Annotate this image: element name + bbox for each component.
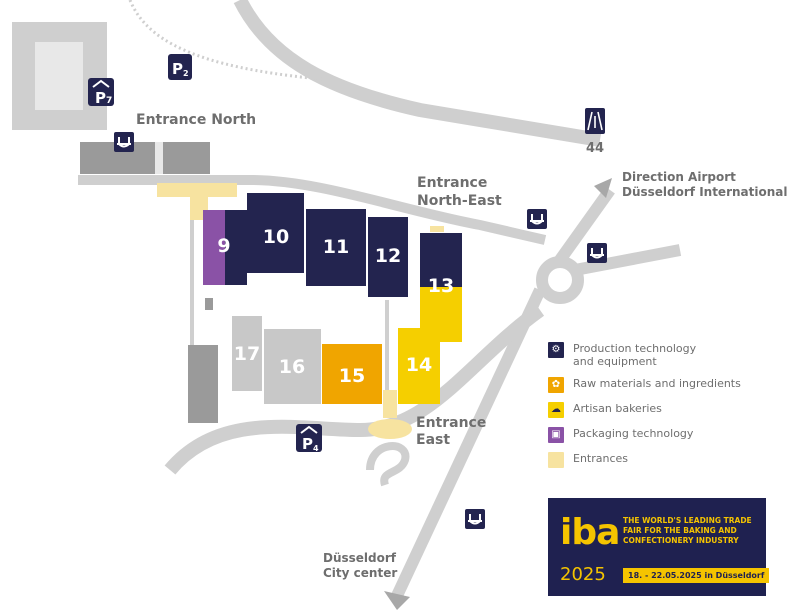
north-entrance-stripe — [155, 142, 163, 174]
motorway-number: 44 — [586, 141, 604, 156]
machine-icon: ⚙ — [548, 342, 564, 358]
small-building — [205, 298, 213, 310]
hall-17[interactable] — [232, 316, 262, 391]
promo-dates: 18. - 22.05.2025 in Düsseldorf — [623, 568, 770, 583]
legend-packaging: ▣ Packaging technology — [548, 427, 778, 443]
airport-label-1: Direction Airport — [622, 170, 736, 184]
north-road — [78, 175, 547, 245]
svg-text:7: 7 — [106, 96, 112, 106]
parking-p4-icon[interactable]: P 4 — [296, 424, 322, 453]
legend-raw: ✿ Raw materials and ingredients — [548, 377, 778, 393]
hall-16-number: 16 — [279, 356, 305, 378]
subway-icon — [587, 243, 607, 263]
arrow-airport-icon — [594, 178, 612, 198]
entrance-east-area — [368, 419, 412, 439]
east-loop — [366, 442, 410, 487]
package-icon: ▣ — [548, 427, 564, 443]
parking-p2-icon[interactable]: P 2 — [168, 54, 192, 80]
west-parking-structure — [188, 345, 218, 423]
entrance-north-area — [157, 183, 237, 197]
city-label-1: Düsseldorf — [323, 551, 397, 565]
hall-12-number: 12 — [375, 245, 401, 267]
entrance-east-label-1: Entrance — [416, 415, 486, 431]
south-road — [389, 287, 546, 603]
hall-9[interactable] — [203, 210, 225, 285]
promo-year: 2025 — [560, 564, 606, 585]
entrance-ne-label-2: North-East — [417, 193, 502, 209]
iba-logo: iba — [560, 512, 620, 553]
legend-entrances: Entrances — [548, 452, 778, 468]
hall-13-top[interactable] — [420, 233, 462, 287]
svg-text:P: P — [172, 60, 183, 78]
hall-14[interactable] — [398, 328, 440, 404]
svg-text:4: 4 — [313, 444, 319, 453]
arrow-city-icon — [384, 591, 410, 610]
svg-text:2: 2 — [183, 69, 189, 78]
hall-10[interactable] — [247, 193, 304, 273]
legend-artisan: ☁ Artisan bakeries — [548, 402, 778, 418]
iba-promo-banner[interactable]: iba 2025 THE WORLD'S LEADING TRADE FAIR … — [548, 498, 770, 596]
subway-icon — [465, 509, 485, 529]
subway-icon — [114, 132, 134, 152]
svg-text:P: P — [95, 89, 106, 107]
highway-curve-2 — [128, 0, 331, 82]
hall-16[interactable] — [264, 329, 321, 404]
parking-p7-icon[interactable]: P 7 — [88, 78, 114, 107]
entrance-east-label-2: East — [416, 432, 450, 448]
entrance-swatch — [548, 452, 564, 468]
hall-15-number: 15 — [339, 365, 365, 387]
promo-tagline: THE WORLD'S LEADING TRADE FAIR FOR THE B… — [623, 516, 752, 545]
baker-hat-icon: ☁ — [548, 402, 564, 418]
hall-11-number: 11 — [323, 236, 349, 258]
east-road — [573, 244, 682, 276]
svg-text:P: P — [302, 435, 313, 453]
airport-label-2: Düsseldorf International — [622, 185, 787, 199]
wheat-icon: ✿ — [548, 377, 564, 393]
hall-15[interactable] — [322, 344, 382, 404]
hall-11[interactable] — [306, 209, 366, 286]
hall-13-number: 13 — [428, 275, 454, 297]
hall-9-production[interactable] — [225, 210, 247, 285]
loop-road — [164, 304, 545, 475]
hall-12[interactable] — [368, 217, 408, 297]
p7-parking-inner — [35, 42, 83, 110]
highway-curve — [233, 0, 602, 147]
hall-17-number: 17 — [234, 343, 260, 365]
hall-10-number: 10 — [263, 226, 289, 248]
entrance-north-label: Entrance North — [136, 112, 256, 128]
subway-icon — [527, 209, 547, 229]
hall-14-number: 14 — [406, 354, 432, 376]
entrance-ne-label-1: Entrance — [417, 175, 487, 191]
north-entrance-building — [80, 142, 210, 174]
motorway-icon — [585, 108, 605, 134]
roundabout — [536, 256, 584, 304]
hall-9-number: 9 — [217, 235, 230, 257]
roads — [78, 0, 682, 603]
entrance-ne-area — [430, 226, 444, 232]
city-label-2: City center — [323, 566, 397, 580]
airport-road — [555, 186, 615, 264]
entrance-east-stem — [383, 390, 397, 418]
